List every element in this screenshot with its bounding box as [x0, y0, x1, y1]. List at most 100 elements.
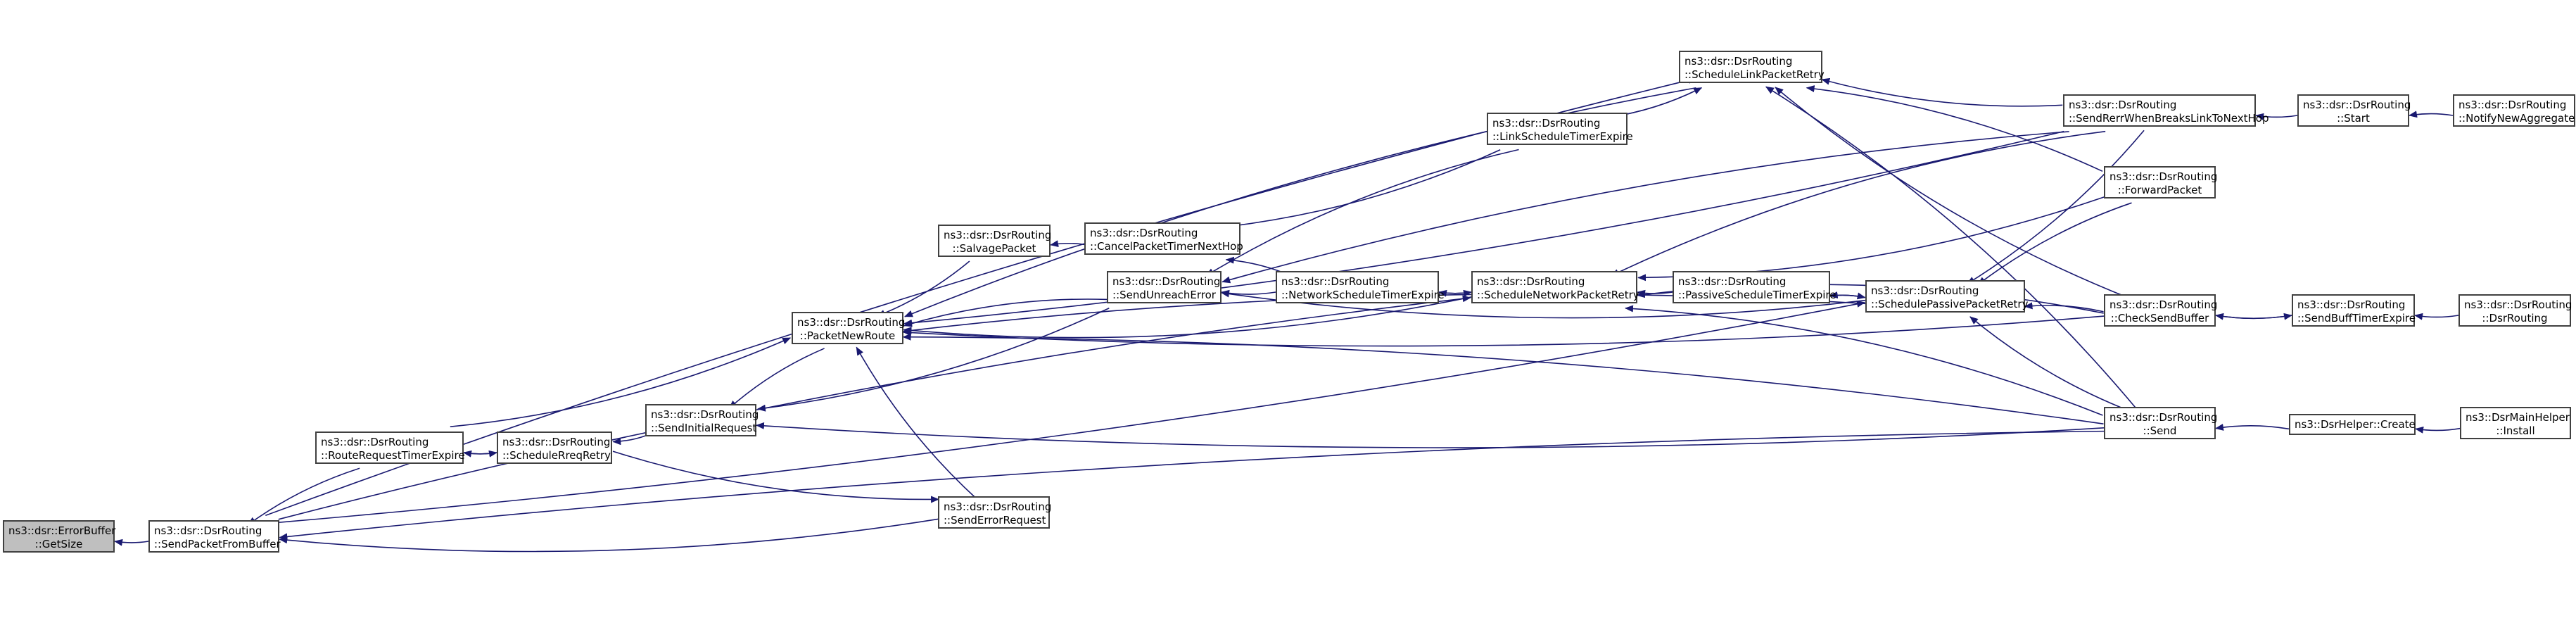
- node-passivescheduletimerexpire[interactable]: ns3::dsr::DsrRouting ::PassiveScheduleTi…: [1673, 271, 1836, 303]
- node-label-line1: ns3::dsr::DsrRouting: [1684, 55, 1793, 68]
- edge-checksendbuffer-to-packetnewroute: [903, 315, 2105, 347]
- node-label-line2: ::SendErrorRequest: [944, 514, 1046, 527]
- edge-forwardpacket-to-schedulelinkpacketretry: [1806, 85, 2103, 172]
- node-forwardpacket[interactable]: ns3::dsr::DsrRouting ::ForwardPacket: [2104, 166, 2217, 199]
- edge-sendrerrwhenbreakslinktonexthop-to-schedulelinkpacketretry: [1821, 77, 2063, 107]
- edge-checksendbuffer-to-sendbufftimerexpire: [2215, 313, 2292, 320]
- node-dsrhelpercreate[interactable]: ns3::DsrHelper::Create: [2289, 414, 2416, 435]
- node-label-line1: ns3::dsr::DsrRouting: [154, 524, 262, 537]
- node-label-line1: ns3::dsr::DsrRouting: [321, 436, 429, 448]
- node-label-line2: ::ForwardPacket: [2117, 184, 2202, 196]
- edge-checksendbuffer-to-schedulelinkpacketretry: [1775, 87, 2131, 299]
- edge-routerequesttimerexpire-to-sendpacketfrombuffer: [247, 467, 360, 525]
- node-label-line2: ::SendUnreachError: [1112, 289, 1216, 301]
- node-label-line1: ns3::dsr::ErrorBuffer: [8, 524, 116, 537]
- node-label-line2: ::SendBuffTimerExpire: [2297, 312, 2416, 325]
- node-label-line2: ::SendInitialRequest: [651, 422, 757, 434]
- edge-linkscheduletimerexpire-to-sendunreacherror: [1205, 149, 1519, 277]
- edge-dsrhelpercreate-to-send: [2214, 423, 2290, 431]
- node-sendrerrwhenbreakslinktonexthop[interactable]: ns3::dsr::DsrRouting ::SendRerrWhenBreak…: [2063, 94, 2269, 127]
- node-senderrorrequest[interactable]: ns3::dsr::DsrRouting ::SendErrorRequest: [938, 496, 1052, 529]
- node-routerequesttimerexpire[interactable]: ns3::dsr::DsrRouting ::RouteRequestTimer…: [315, 431, 465, 464]
- node-packetnewroute[interactable]: ns3::dsr::DsrRouting ::PacketNewRoute: [792, 312, 905, 344]
- edge-notifynewaggregate-to-start: [2409, 111, 2454, 118]
- node-label-line2: ::PacketNewRoute: [799, 329, 896, 342]
- node-notifynewaggregate[interactable]: ns3::dsr::DsrRouting ::NotifyNewAggregat…: [2453, 94, 2575, 127]
- edge-passivescheduletimerexpire-to-schedulepassivepacketretry: [1829, 292, 1866, 300]
- node-sendpacketfrombuffer[interactable]: ns3::dsr::DsrRouting ::SendPacketFromBuf…: [148, 520, 281, 553]
- edge-sendpacketfrombuffer-to-schedulenetworkpacketretry: [278, 295, 1471, 520]
- node-label-line1: ns3::DsrHelper::Create: [2295, 418, 2416, 431]
- node-schedulelinkpacketretry[interactable]: ns3::dsr::DsrRouting ::ScheduleLinkPacke…: [1679, 51, 1825, 83]
- edge-senderrorrequest-to-packetnewroute: [856, 346, 978, 500]
- edge-sendpacketfrombuffer-to-schedulepassivepacketretry: [278, 300, 1866, 523]
- node-label-line1: ns3::dsr::DsrRouting: [944, 500, 1052, 513]
- node-checksendbuffer[interactable]: ns3::dsr::DsrRouting ::CheckSendBuffer: [2104, 294, 2218, 327]
- edge-send-to-schedulepassivepacketretry: [1969, 316, 2131, 412]
- node-label-line1: ns3::dsr::DsrRouting: [2109, 411, 2218, 424]
- edge-sendrerrwhenbreakslinktonexthop-to-schedulepassivepacketretry: [1966, 130, 2145, 284]
- node-label-line2: ::RouteRequestTimerExpire: [321, 449, 465, 462]
- node-label-line2: ::ScheduleLinkPacketRetry: [1684, 68, 1825, 81]
- edge-start-to-sendrerrwhenbreakslinktonexthop: [2255, 113, 2298, 120]
- node-label-line2: ::Start: [2337, 112, 2370, 125]
- node-sendbufftimerexpire[interactable]: ns3::dsr::DsrRouting ::SendBuffTimerExpi…: [2292, 294, 2416, 327]
- node-label-line2: ::Install: [2496, 424, 2535, 437]
- node-label-line1: ns3::dsr::DsrRouting: [1477, 275, 1585, 288]
- node-label-line1: ns3::dsr::DsrRouting: [1281, 275, 1390, 288]
- edge-send-to-packetnewroute: [902, 333, 2104, 425]
- node-schedulepassivepacketretry[interactable]: ns3::dsr::DsrRouting ::SchedulePassivePa…: [1865, 280, 2029, 313]
- node-label-line2: ::ScheduleRreqRetry: [502, 449, 611, 462]
- edge-send-to-schedulenetworkpacketretry: [1625, 305, 2103, 416]
- node-sendinitialrequest[interactable]: ns3::dsr::DsrRouting ::SendInitialReques…: [645, 404, 759, 436]
- node-start[interactable]: ns3::dsr::DsrRouting ::Start: [2297, 94, 2411, 127]
- edge-dsrmainhelperinstall-to-dsrhelpercreate: [2415, 426, 2461, 434]
- node-label-line1: ns3::dsr::DsrRouting: [2109, 298, 2218, 311]
- node-send[interactable]: ns3::dsr::DsrRouting ::Send: [2104, 407, 2218, 439]
- edge-sendinitialrequest-to-schedulerreqretry: [612, 434, 647, 446]
- edge-senderrorrequest-to-sendpacketfrombuffer: [279, 518, 939, 553]
- node-label-line1: ns3::dsr::DsrRouting: [1678, 275, 1787, 288]
- edge-routerequesttimerexpire-to-schedulerreqretry: [463, 450, 497, 458]
- node-label-line1: ns3::dsr::DsrRouting: [502, 436, 611, 448]
- node-label-line1: ns3::dsr::DsrRouting: [2297, 298, 2406, 311]
- edge-schedulepassivepacketretry-to-sendunreacherror: [1220, 290, 1866, 319]
- edge-send-to-schedulelinkpacketretry: [1765, 86, 2139, 411]
- edge-linkscheduletimerexpire-to-cancelpackettimernexthop: [1221, 149, 1501, 230]
- node-networkscheduletimerexpire[interactable]: ns3::dsr::DsrRouting ::NetworkScheduleTi…: [1276, 271, 1445, 303]
- node-dsrrouting[interactable]: ns3::dsr::DsrRouting ::DsrRouting: [2458, 294, 2572, 327]
- node-linkscheduletimerexpire[interactable]: ns3::dsr::DsrRouting ::LinkScheduleTimer…: [1487, 113, 1633, 145]
- edge-send-to-sendinitialrequest: [755, 422, 2105, 448]
- edge-schedulerreqretry-to-senderrorrequest: [612, 451, 940, 503]
- node-label-line1: ns3::dsr::DsrRouting: [944, 229, 1052, 241]
- edge-routerequesttimerexpire-to-packetnewroute: [450, 337, 792, 428]
- node-label-line1: ns3::dsr::DsrRouting: [1090, 227, 1198, 239]
- node-label-line2: ::PassiveScheduleTimerExpire: [1678, 289, 1836, 301]
- node-getsize: ns3::dsr::ErrorBuffer ::GetSize: [3, 520, 115, 553]
- node-dsrmainhelperinstall[interactable]: ns3::DsrMainHelper ::Install: [2460, 407, 2571, 439]
- node-label-line1: ns3::dsr::DsrRouting: [651, 408, 759, 421]
- node-label-line2: ::LinkScheduleTimerExpire: [1492, 130, 1633, 143]
- node-label-line2: ::NotifyNewAggregate: [2458, 112, 2575, 125]
- edge-send-to-sendpacketfrombuffer: [279, 430, 2105, 541]
- node-cancelpackettimernexthop[interactable]: ns3::dsr::DsrRouting ::CancelPacketTimer…: [1084, 222, 1243, 255]
- node-label-line2: ::SendPacketFromBuffer: [154, 538, 281, 550]
- edge-sendrerrwhenbreakslinktonexthop-to-packetnewroute: [903, 130, 2064, 327]
- node-label-line2: ::CancelPacketTimerNextHop: [1090, 240, 1243, 253]
- edge-sendunreacherror-to-packetnewroute: [903, 298, 1108, 327]
- node-schedulerreqretry[interactable]: ns3::dsr::DsrRouting ::ScheduleRreqRetry: [497, 431, 612, 464]
- node-label-line2: ::SchedulePassivePacketRetry: [1871, 298, 2029, 310]
- edge-sendrerrwhenbreakslinktonexthop-to-sendunreacherror: [1222, 131, 2069, 284]
- edge-dsrrouting-to-sendbufftimerexpire: [2414, 313, 2459, 320]
- edge-sendunreacherror-to-sendinitialrequest: [756, 308, 1110, 412]
- edge-sendpacketfrombuffer-to-getsize: [114, 538, 149, 546]
- node-salvagepacket[interactable]: ns3::dsr::DsrRouting ::SalvagePacket: [938, 225, 1051, 257]
- edge-sendpacketfrombuffer-to-schedulelinkpacketretry: [265, 77, 1697, 517]
- node-schedulenetworkpacketretry[interactable]: ns3::dsr::DsrRouting ::ScheduleNetworkPa…: [1471, 271, 1639, 303]
- node-sendunreacherror[interactable]: ns3::dsr::DsrRouting ::SendUnreachError: [1107, 271, 1222, 303]
- node-label-line2: ::GetSize: [34, 538, 83, 550]
- edge-salvagepacket-to-packetnewroute: [876, 260, 970, 317]
- edge-schedulelinkpacketretry-to-packetnewroute: [904, 87, 1696, 317]
- edge-networkscheduletimerexpire-to-schedulenetworkpacketretry: [1438, 289, 1472, 297]
- node-label-line1: ns3::dsr::DsrRouting: [1871, 284, 1979, 297]
